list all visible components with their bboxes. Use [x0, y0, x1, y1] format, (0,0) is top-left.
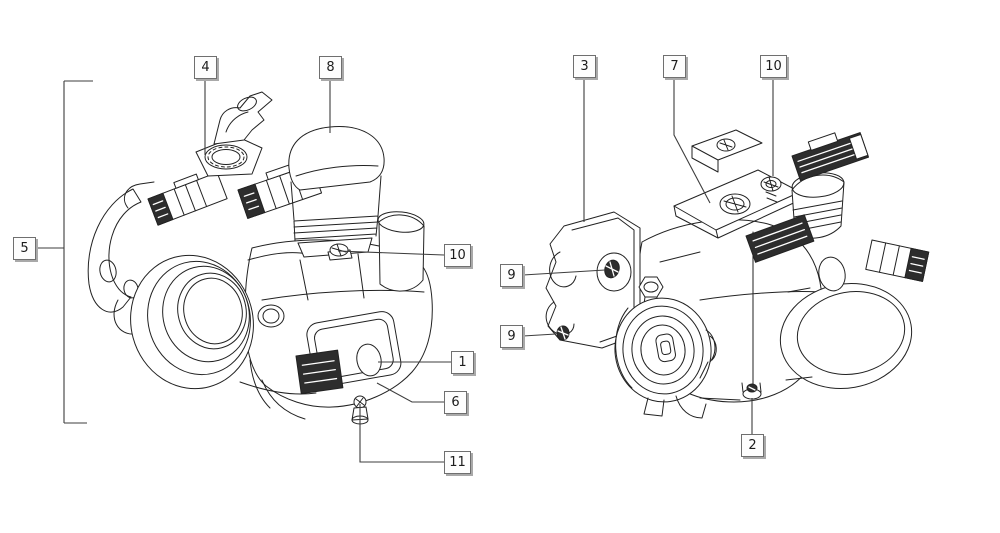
- throttle-stop-screw: [719, 193, 751, 215]
- callout-10-right[interactable]: 10: [760, 55, 787, 78]
- leader-6: [376, 382, 444, 403]
- bracket-bolt-upper: [604, 259, 620, 279]
- tps-screw: [351, 395, 369, 425]
- body-port: [257, 304, 285, 328]
- latch-wing: [213, 91, 273, 145]
- callout-2[interactable]: 2: [741, 434, 764, 457]
- leader-9-lower: [522, 333, 557, 337]
- intake-horn: [130, 252, 317, 395]
- callout-11[interactable]: 11: [444, 451, 471, 474]
- leader-5-bracket: [36, 80, 93, 424]
- tps-connector: [295, 349, 344, 395]
- secondary-cylinder: [377, 211, 425, 292]
- leader-lines: [36, 79, 774, 463]
- idle-air-valve: [288, 126, 385, 261]
- spring-screw: [760, 176, 782, 203]
- tps-connector-rear: [865, 239, 930, 282]
- leader-10-left: [337, 250, 445, 256]
- connector-a: [147, 171, 228, 226]
- callout-9-lower[interactable]: 9: [500, 325, 523, 348]
- callout-6[interactable]: 6: [444, 391, 467, 414]
- callout-10-left[interactable]: 10: [444, 244, 471, 267]
- upper-deck: [673, 129, 801, 239]
- callout-4[interactable]: 4: [194, 56, 217, 79]
- threaded-inlet: [195, 135, 263, 177]
- callout-1[interactable]: 1: [451, 351, 474, 374]
- connector-top-right: [791, 132, 870, 182]
- callout-7[interactable]: 7: [663, 55, 686, 78]
- leader-11: [359, 404, 444, 463]
- top-block: [691, 129, 763, 173]
- callout-9-upper[interactable]: 9: [500, 264, 523, 287]
- callout-8[interactable]: 8: [319, 56, 342, 79]
- bracket-bolt-lower: [556, 325, 570, 341]
- valve-connector-rear: [745, 214, 815, 263]
- valve-screw: [327, 243, 353, 261]
- throttle-pulley: [614, 297, 717, 417]
- leader-7: [673, 79, 711, 204]
- intake-bore-rear: [779, 256, 913, 389]
- callout-5[interactable]: 5: [13, 237, 36, 260]
- tps-sensor: [249, 311, 402, 425]
- right-view-drawing: [545, 129, 930, 419]
- left-view-drawing: [87, 91, 433, 425]
- leader-9-upper: [522, 269, 606, 276]
- lower-fitting: [675, 382, 762, 419]
- callout-3[interactable]: 3: [573, 55, 596, 78]
